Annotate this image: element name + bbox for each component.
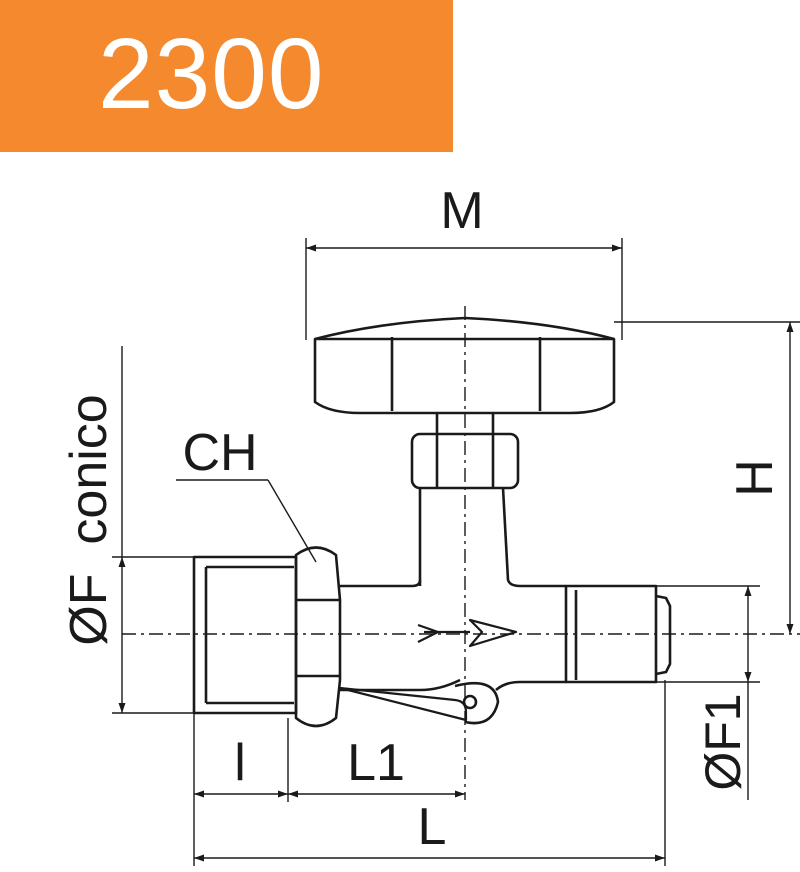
handwheel	[313, 316, 616, 415]
label-M: M	[440, 182, 483, 240]
label-L: L	[418, 798, 447, 856]
label-F-conico: ØF conico	[60, 394, 118, 645]
drain-lug	[454, 681, 500, 725]
label-F1: ØF1	[695, 693, 751, 790]
inlet-thread	[192, 555, 298, 715]
label-l: l	[234, 734, 246, 792]
label-L1: L1	[347, 734, 405, 792]
valve-body	[340, 487, 566, 692]
drain-hole	[462, 694, 478, 710]
product-code-banner: 2300	[0, 0, 453, 152]
product-code: 2300	[98, 18, 325, 130]
drain-lever	[338, 686, 468, 722]
label-H: H	[726, 459, 784, 497]
hex-nut	[294, 546, 342, 728]
outlet-tip	[655, 594, 672, 676]
label-CH: CH	[182, 424, 257, 482]
flow-arrow	[417, 618, 518, 648]
